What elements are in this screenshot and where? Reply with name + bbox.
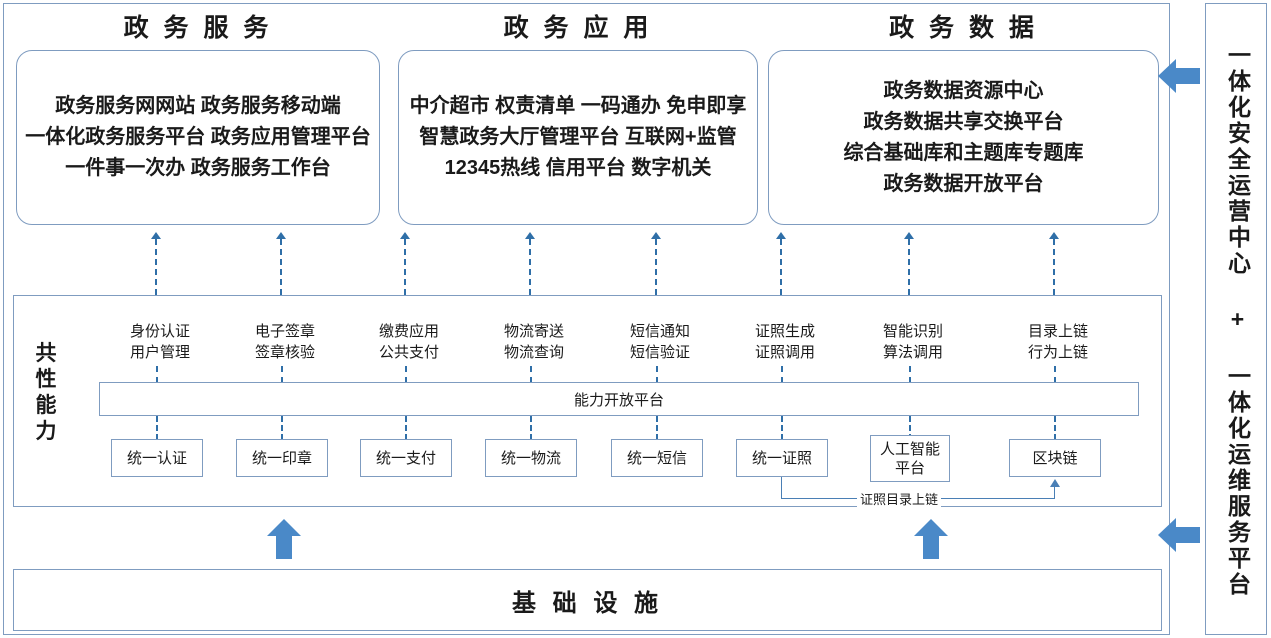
services-line-3: 一件事一次办 政务服务工作台: [65, 157, 331, 179]
column-government-services: 政 务 服 务 政务服务网网站 政务服务移动端 一体化政务服务平台 政务应用管理…: [16, 8, 380, 225]
cap-dash-upper-8: [1054, 366, 1056, 383]
capability-tier: 共性能力 身份认证 用户管理 电子签章 签章核验 缴费应用 公共支付 物流寄送 …: [13, 295, 1162, 508]
cap-dash-lower-3: [405, 416, 407, 440]
capability-head-7: 智能识别 算法调用: [882, 323, 943, 361]
infra-to-capability-arrow-right: [914, 519, 948, 559]
connector-line-4: [529, 239, 531, 295]
connector-line-2: [280, 239, 282, 295]
data-line-1: 政务数据资源中心: [883, 79, 1044, 102]
applications-line-2: 智慧政务大厅管理平台 互联网+监管: [419, 126, 737, 148]
data-line-2: 政务数据共享交换平台: [863, 110, 1064, 133]
column-government-data: 政 务 数 据 政务数据资源中心 政务数据共享交换平台 综合基础库和主题库专题库…: [768, 8, 1159, 225]
capability-head-8: 目录上链 行为上链: [1027, 323, 1088, 361]
connector-arrow-2: [276, 232, 286, 239]
cap-dash-lower-8: [1054, 416, 1056, 440]
cap-dash-upper-4: [530, 366, 532, 383]
capability-open-platform: 能力开放平台: [99, 382, 1139, 416]
connector-line-1: [155, 239, 157, 295]
applications-line-1: 中介超市 权责清单 一码通办 免申即享: [409, 95, 747, 117]
cap-dash-upper-1: [156, 366, 158, 383]
capability-box-unified-seal[interactable]: 统一印章: [236, 439, 328, 477]
cap-dash-lower-2: [281, 416, 283, 440]
cap-dash-lower-4: [530, 416, 532, 440]
chain-path-arrow: [1050, 479, 1060, 487]
data-line-4: 政务数据开放平台: [883, 172, 1044, 195]
applications-line-3: 12345热线 信用平台 数字机关: [444, 157, 712, 179]
applications-box: 中介超市 权责清单 一码通办 免申即享 智慧政务大厅管理平台 互联网+监管 12…: [398, 50, 758, 225]
capability-head-3: 缴费应用 公共支付: [378, 323, 439, 361]
cap-dash-lower-7: [909, 416, 911, 440]
capability-head-5: 短信通知 短信验证: [629, 323, 690, 361]
connector-arrow-1: [151, 232, 161, 239]
cap-dash-upper-7: [909, 366, 911, 383]
capability-head-6: 证照生成 证照调用: [754, 323, 815, 361]
capability-box-unified-payment[interactable]: 统一支付: [360, 439, 452, 477]
connector-line-8: [1053, 239, 1055, 295]
services-line-2: 一体化政务服务平台 政务应用管理平台: [25, 126, 371, 148]
chain-path-vertical-right: [1054, 486, 1055, 499]
column-government-applications: 政 务 应 用 中介超市 权责清单 一码通办 免申即享 智慧政务大厅管理平台 互…: [398, 8, 758, 225]
data-line-3: 综合基础库和主题库专题库: [843, 141, 1084, 164]
right-panel-arrow-bottom: [1158, 518, 1200, 552]
services-box: 政务服务网网站 政务服务移动端 一体化政务服务平台 政务应用管理平台 一件事一次…: [16, 50, 380, 225]
main-architecture-panel: 政 务 服 务 政务服务网网站 政务服务移动端 一体化政务服务平台 政务应用管理…: [3, 3, 1170, 635]
connector-line-6: [780, 239, 782, 295]
column-title-applications: 政 务 应 用: [503, 14, 653, 42]
cap-dash-upper-3: [405, 366, 407, 383]
capability-box-blockchain[interactable]: 区块链: [1009, 439, 1101, 477]
connector-arrow-8: [1049, 232, 1059, 239]
cap-dash-lower-1: [156, 416, 158, 440]
capability-head-1: 身份认证 用户管理: [129, 323, 190, 361]
right-panel-arrow-top: [1158, 59, 1200, 93]
services-line-1: 政务服务网网站 政务服务移动端: [55, 95, 341, 117]
capability-box-unified-certificate[interactable]: 统一证照: [736, 439, 828, 477]
column-title-services: 政 务 服 务: [123, 14, 273, 42]
chain-path-label: 证照目录上链: [857, 489, 942, 508]
capability-head-4: 物流寄送 物流查询: [503, 323, 564, 361]
connector-line-7: [908, 239, 910, 295]
connector-arrow-7: [904, 232, 914, 239]
security-ops-panel: 一体化安全运营中心 + 一体化运维服务平台: [1205, 3, 1267, 635]
cap-dash-upper-2: [281, 366, 283, 383]
infrastructure-label: 基 础 设 施: [511, 589, 663, 617]
infrastructure-tier: 基 础 设 施: [13, 569, 1162, 631]
connector-arrow-3: [400, 232, 410, 239]
capability-box-unified-logistics[interactable]: 统一物流: [485, 439, 577, 477]
security-ops-label-wrap: 一体化安全运营中心 + 一体化运维服务平台: [1206, 4, 1268, 636]
data-box: 政务数据资源中心 政务数据共享交换平台 综合基础库和主题库专题库 政务数据开放平…: [768, 50, 1159, 225]
chain-path-vertical-left: [781, 477, 782, 499]
capability-box-unified-sms[interactable]: 统一短信: [611, 439, 703, 477]
connector-line-3: [404, 239, 406, 295]
connector-arrow-5: [651, 232, 661, 239]
cap-dash-upper-6: [781, 366, 783, 383]
security-ops-label: 一体化安全运营中心 + 一体化运维服务平台: [1224, 42, 1251, 598]
capability-box-unified-auth[interactable]: 统一认证: [111, 439, 203, 477]
infra-to-capability-arrow-left: [267, 519, 301, 559]
capability-head-2: 电子签章 签章核验: [254, 323, 315, 361]
cap-dash-lower-5: [656, 416, 658, 440]
top-tier: 政 务 服 务 政务服务网网站 政务服务移动端 一体化政务服务平台 政务应用管理…: [10, 8, 1165, 232]
cap-dash-lower-6: [781, 416, 783, 440]
connector-line-5: [655, 239, 657, 295]
cap-dash-upper-5: [656, 366, 658, 383]
capability-tier-label: 共性能力: [35, 342, 57, 443]
capability-box-ai-platform[interactable]: 人工智能 平台: [870, 435, 950, 482]
column-title-data: 政 务 数 据: [889, 14, 1038, 42]
connector-arrow-4: [525, 232, 535, 239]
connector-arrow-6: [776, 232, 786, 239]
